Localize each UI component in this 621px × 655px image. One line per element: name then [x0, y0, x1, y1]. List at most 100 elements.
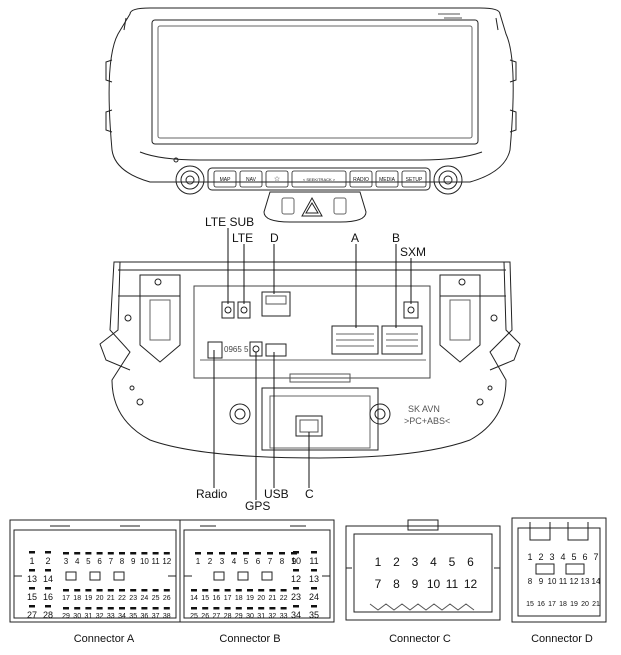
pin-mark	[29, 587, 35, 590]
pin-mark	[141, 552, 148, 555]
connector-a-pin-25: 25	[152, 595, 160, 602]
pin-mark	[224, 607, 231, 610]
pin-mark	[96, 552, 103, 555]
connector-c-pin-10: 10	[427, 577, 441, 591]
connector-b-pin-28: 28	[224, 613, 232, 620]
connector-a-pin-2: 2	[45, 556, 50, 566]
pin-mark	[63, 589, 69, 592]
connector-b-pin-3: 3	[220, 557, 225, 566]
connector-b-pin-23: 23	[291, 592, 301, 602]
pin-mark	[29, 551, 35, 554]
media-button-label: MEDIA	[379, 177, 396, 183]
pin-mark	[269, 607, 276, 610]
connector-b-outline	[179, 519, 335, 623]
connector-a-pin-1: 1	[29, 556, 34, 566]
pin-mark	[311, 569, 317, 572]
connector-b-pin-17: 17	[224, 595, 232, 602]
connector-b-pin-8: 8	[280, 557, 285, 566]
connector-d-pin-14: 14	[592, 577, 601, 586]
connector-c-outline	[345, 519, 501, 621]
connector-a-pin-33: 33	[107, 613, 115, 620]
connector-b-pin-15: 15	[201, 595, 209, 602]
pin-mark	[85, 552, 92, 555]
connector-d-pin-11: 11	[559, 577, 568, 586]
pin-mark	[29, 605, 35, 608]
connector-a-pin-34: 34	[118, 613, 126, 620]
connector-c-pin-12: 12	[464, 577, 478, 591]
connector-b-pin-16: 16	[213, 595, 221, 602]
connector-b-pin-26: 26	[201, 613, 209, 620]
pin-mark	[119, 552, 125, 555]
connector-d-socket	[261, 291, 291, 317]
pin-mark	[63, 607, 69, 610]
pin-mark	[130, 589, 137, 592]
pin-mark	[219, 552, 225, 555]
head-unit-rear	[99, 261, 521, 459]
connector-a-pin-4: 4	[75, 557, 80, 566]
pin-mark	[243, 552, 249, 555]
pin-mark	[45, 587, 51, 590]
connector-b-pin-14: 14	[190, 595, 198, 602]
tune-knob	[433, 165, 463, 195]
media-button	[375, 170, 399, 188]
connector-b-pin-29: 29	[235, 613, 243, 620]
callout-gps: GPS	[245, 499, 270, 513]
pin-mark	[163, 589, 170, 592]
connector-a-pin-15: 15	[27, 592, 37, 602]
connector-b-pin-25: 25	[190, 613, 198, 620]
connector-a-caption: Connector A	[74, 633, 135, 645]
pin-mark	[74, 589, 81, 592]
pin-mark	[63, 552, 69, 555]
pin-mark	[141, 589, 148, 592]
pin-mark	[119, 589, 125, 592]
connector-d-pin-18: 18	[559, 601, 567, 608]
nav-button	[239, 170, 263, 188]
seek-track-button	[291, 170, 347, 188]
callout-radio: Radio	[196, 487, 228, 501]
connector-a-pin-12: 12	[162, 557, 171, 566]
connector-b-pin-2: 2	[208, 557, 213, 566]
connector-a-pin-8: 8	[120, 557, 125, 566]
pin-mark	[235, 589, 242, 592]
connector-a-pin-18: 18	[73, 595, 81, 602]
connector-b-pin-19: 19	[246, 595, 254, 602]
pin-mark	[163, 607, 170, 610]
connector-b-pin-9: 9	[292, 557, 297, 566]
connector-c-pin-7: 7	[375, 577, 382, 591]
connector-c-caption: Connector C	[389, 633, 451, 645]
rear-stamp-line2: >PC+ABS<	[404, 416, 450, 426]
radio-jack	[207, 341, 223, 359]
pin-mark	[85, 589, 92, 592]
favorite-button	[265, 170, 289, 188]
connector-b-pin-5: 5	[244, 557, 249, 566]
connector-d-pin-20: 20	[581, 601, 589, 608]
lte-sub-jack	[221, 301, 235, 319]
pin-mark	[202, 607, 209, 610]
connector-a-pin-26: 26	[163, 595, 171, 602]
connector-a-pin-28: 28	[43, 610, 53, 620]
connector-a-pin-35: 35	[129, 613, 137, 620]
pin-mark	[293, 587, 299, 590]
pin-mark	[45, 605, 51, 608]
connector-c-pin-11: 11	[446, 577, 459, 591]
connector-b-socket	[381, 325, 423, 355]
pin-mark	[152, 607, 159, 610]
connector-a-pin-31: 31	[85, 613, 93, 620]
connector-c-pin-9: 9	[412, 577, 419, 591]
pin-mark	[96, 607, 103, 610]
pin-mark	[85, 607, 92, 610]
pin-mark	[202, 589, 209, 592]
connector-c-pin-1: 1	[375, 555, 382, 569]
connector-a-pin-23: 23	[129, 595, 137, 602]
pin-mark	[163, 552, 170, 555]
callout-a: A	[351, 231, 359, 245]
connector-a-pin-24: 24	[141, 595, 149, 602]
volume-knob	[175, 165, 205, 195]
pin-mark	[293, 569, 299, 572]
pin-mark	[247, 607, 253, 610]
connector-a-pin-19: 19	[85, 595, 93, 602]
pin-mark	[224, 589, 231, 592]
connector-b-pin-12: 12	[291, 574, 301, 584]
